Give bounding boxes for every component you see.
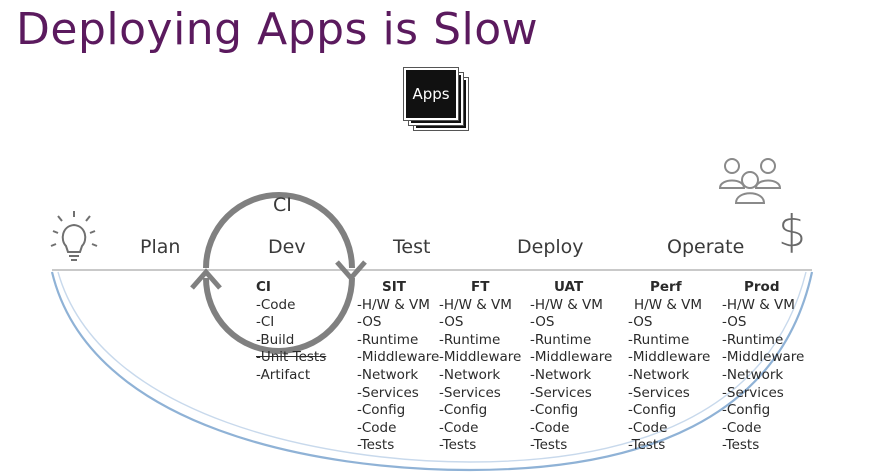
apps-stack-icon: Apps <box>404 68 468 130</box>
column-item: -Services <box>722 384 784 401</box>
users-icon <box>718 158 782 204</box>
ci-loop-arrow-down <box>335 260 367 282</box>
column-item: H/W & VM <box>634 296 703 313</box>
column-item: -Code <box>357 419 397 436</box>
column-item: -OS <box>722 314 747 331</box>
column-item: -Network <box>722 366 784 383</box>
column-item: -Services <box>530 384 592 401</box>
column-prod: Prod -H/W & VM -OS -Runtime -Middleware … <box>722 279 804 455</box>
feedback-arc-inner <box>57 271 807 463</box>
dollar-icon: $ <box>778 206 806 257</box>
column-item: -Code <box>256 296 296 313</box>
column-item: -Tests <box>357 437 395 454</box>
ci-loop-top-arc <box>203 192 355 269</box>
column-item: -Middleware <box>357 349 440 366</box>
feedback-arc <box>50 271 814 472</box>
column-header: CI <box>256 279 271 295</box>
phase-plan: Plan <box>140 236 181 258</box>
column-item: -Services <box>439 384 501 401</box>
phase-dev: Dev <box>268 236 306 258</box>
column-item: -H/W & VM <box>439 296 512 313</box>
column-item: -Runtime <box>439 331 501 348</box>
column-item: -OS <box>530 314 555 331</box>
column-uat: UAT -H/W & VM -OS -Runtime -Middleware -… <box>530 279 612 455</box>
column-item: -OS <box>628 314 653 331</box>
column-item: -Tests <box>530 437 568 454</box>
column-item: -Network <box>357 366 419 383</box>
column-item: -Middleware <box>628 349 711 366</box>
column-item: -Code <box>722 419 762 436</box>
phase-test: Test <box>393 236 431 258</box>
column-item: -Middleware <box>722 349 805 366</box>
column-item: -Services <box>628 384 690 401</box>
column-header: FT <box>471 279 490 295</box>
column-item: -Runtime <box>357 331 419 348</box>
column-item: -Build <box>256 331 295 348</box>
column-item: -H/W & VM <box>722 296 795 313</box>
column-item: -Runtime <box>628 331 690 348</box>
column-item: -Code <box>530 419 570 436</box>
column-ft: FT -H/W & VM -OS -Runtime -Middleware -N… <box>439 279 521 455</box>
column-item: -CI <box>256 314 275 331</box>
column-item: -Tests <box>628 437 666 454</box>
column-item: -Config <box>722 402 771 419</box>
column-perf: Perf H/W & VM -OS -Runtime -Middleware -… <box>628 279 710 455</box>
column-item: -OS <box>439 314 464 331</box>
column-item: -Config <box>628 402 677 419</box>
ci-loop-arrow-up <box>190 268 222 290</box>
column-item: -OS <box>357 314 382 331</box>
slide-title: Deploying Apps is Slow <box>16 4 539 55</box>
ci-loop-label: CI <box>273 194 292 216</box>
ci-loop-bottom-arc <box>203 277 355 354</box>
column-item: -Runtime <box>530 331 592 348</box>
column-item: -Config <box>357 402 406 419</box>
ci-loop <box>190 192 367 354</box>
phase-operate: Operate <box>667 236 745 258</box>
column-item: -Unit Tests <box>256 349 327 366</box>
column-item: -Services <box>357 384 419 401</box>
column-item: -H/W & VM <box>357 296 430 313</box>
phase-deploy: Deploy <box>517 236 584 258</box>
column-sit: SIT -H/W & VM -OS -Runtime -Middleware -… <box>357 279 439 455</box>
column-item: -Config <box>439 402 488 419</box>
lightbulb-icon <box>50 211 98 261</box>
apps-label: Apps <box>412 85 450 103</box>
column-item: -Tests <box>722 437 760 454</box>
column-item: -H/W & VM <box>530 296 603 313</box>
column-item: -Tests <box>439 437 477 454</box>
column-item: -Network <box>628 366 690 383</box>
column-header: SIT <box>382 279 406 295</box>
column-item: -Network <box>439 366 501 383</box>
apps-card-front: Apps <box>404 68 458 120</box>
column-header: UAT <box>554 279 584 295</box>
column-item: -Middleware <box>530 349 613 366</box>
column-item: -Config <box>530 402 579 419</box>
column-item: -Code <box>439 419 479 436</box>
column-header: Prod <box>744 279 780 295</box>
column-item: -Middleware <box>439 349 522 366</box>
column-item: -Artifact <box>256 366 311 383</box>
column-item: -Network <box>530 366 592 383</box>
column-header: Perf <box>650 279 682 295</box>
column-item: -Code <box>628 419 668 436</box>
column-item: -Runtime <box>722 331 784 348</box>
column-ci: CI -Code -CI -Build -Unit Tests -Artifac… <box>256 279 326 385</box>
